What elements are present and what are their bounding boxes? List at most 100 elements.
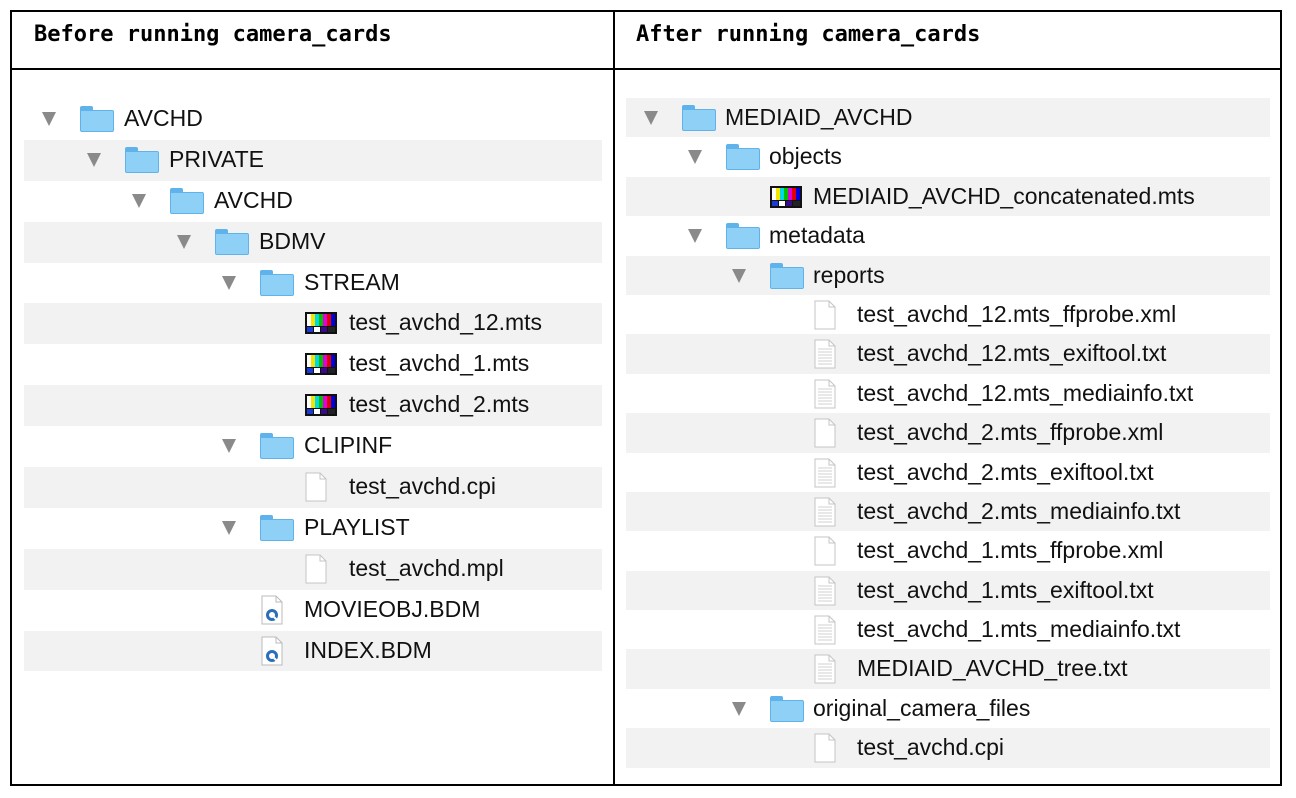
tree-item-label: test_avchd_1.mts_ffprobe.xml bbox=[857, 537, 1164, 564]
tree-row[interactable]: INDEX.BDM bbox=[24, 630, 602, 672]
tree-row[interactable]: test_avchd_12.mts_exiftool.txt bbox=[626, 334, 1270, 374]
tree-row[interactable]: test_avchd_2.mts bbox=[24, 385, 602, 427]
header-divider bbox=[12, 68, 1280, 70]
folder-icon bbox=[260, 514, 294, 541]
video-file-icon bbox=[770, 185, 802, 208]
disclosure-triangle-icon[interactable] bbox=[42, 112, 56, 126]
video-file-icon bbox=[305, 394, 337, 417]
text-document-icon bbox=[814, 339, 836, 369]
folder-icon bbox=[170, 187, 204, 214]
tree-row[interactable]: MEDIAID_AVCHD bbox=[626, 98, 1270, 138]
tree-row[interactable]: STREAM bbox=[24, 263, 602, 304]
disclosure-triangle-icon[interactable] bbox=[688, 229, 702, 244]
tree-item-label: test_avchd_2.mts_ffprobe.xml bbox=[857, 419, 1164, 446]
folder-icon bbox=[726, 144, 760, 171]
text-document-icon bbox=[814, 458, 836, 488]
disclosure-triangle-icon[interactable] bbox=[177, 234, 191, 249]
tree-row[interactable]: test_avchd_2.mts_ffprobe.xml bbox=[626, 413, 1270, 453]
tree-row[interactable]: original_camera_files bbox=[626, 689, 1270, 728]
blank-document-icon bbox=[305, 554, 327, 584]
tree-item-label: test_avchd_1.mts_exiftool.txt bbox=[857, 576, 1154, 603]
tree-row[interactable]: test_avchd_12.mts bbox=[24, 303, 602, 345]
disclosure-triangle-icon[interactable] bbox=[87, 152, 101, 167]
folder-icon bbox=[682, 105, 716, 131]
comparison-table: Before running camera_cards After runnin… bbox=[10, 10, 1282, 786]
quicktime-file-icon bbox=[261, 636, 283, 666]
tree-row[interactable]: test_avchd_2.mts_mediainfo.txt bbox=[626, 491, 1270, 532]
tree-row[interactable]: AVCHD bbox=[24, 99, 602, 140]
disclosure-triangle-icon[interactable] bbox=[732, 268, 746, 283]
before-header: Before running camera_cards bbox=[34, 22, 392, 47]
after-header: After running camera_cards bbox=[636, 22, 981, 47]
tree-item-label: test_avchd_2.mts_exiftool.txt bbox=[857, 458, 1154, 485]
tree-row[interactable]: test_avchd.cpi bbox=[24, 467, 602, 508]
text-document-icon bbox=[814, 654, 836, 684]
column-divider bbox=[613, 12, 615, 784]
folder-icon bbox=[770, 695, 804, 722]
tree-row[interactable]: BDMV bbox=[24, 221, 602, 263]
folder-icon bbox=[260, 269, 294, 296]
tree-item-label: MEDIAID_AVCHD_concatenated.mts bbox=[813, 182, 1195, 209]
tree-item-label: test_avchd_12.mts_exiftool.txt bbox=[857, 340, 1167, 367]
tree-item-label: INDEX.BDM bbox=[304, 636, 432, 663]
tree-item-label: BDMV bbox=[259, 227, 326, 254]
tree-row[interactable]: test_avchd_12.mts_ffprobe.xml bbox=[626, 295, 1270, 334]
tree-item-label: test_avchd_2.mts_mediainfo.txt bbox=[857, 497, 1181, 524]
disclosure-triangle-icon[interactable] bbox=[222, 275, 236, 290]
blank-document-icon bbox=[814, 733, 836, 763]
tree-row[interactable]: CLIPINF bbox=[24, 426, 602, 467]
folder-icon bbox=[726, 223, 760, 250]
tree-item-label: PLAYLIST bbox=[304, 513, 410, 540]
text-document-icon bbox=[814, 497, 836, 527]
disclosure-triangle-icon[interactable] bbox=[222, 439, 236, 454]
disclosure-triangle-icon[interactable] bbox=[732, 701, 746, 716]
tree-item-label: metadata bbox=[769, 222, 865, 249]
tree-row[interactable]: test_avchd_1.mts_exiftool.txt bbox=[626, 570, 1270, 611]
tree-row[interactable]: metadata bbox=[626, 216, 1270, 255]
tree-row[interactable]: MEDIAID_AVCHD_tree.txt bbox=[626, 649, 1270, 689]
tree-row[interactable]: test_avchd.cpi bbox=[626, 728, 1270, 768]
tree-item-label: AVCHD bbox=[214, 186, 293, 213]
tree-row[interactable]: test_avchd_12.mts_mediainfo.txt bbox=[626, 374, 1270, 413]
blank-document-icon bbox=[814, 536, 836, 566]
folder-icon bbox=[80, 106, 114, 132]
tree-row[interactable]: MOVIEOBJ.BDM bbox=[24, 590, 602, 631]
tree-row[interactable]: objects bbox=[626, 137, 1270, 176]
video-file-icon bbox=[305, 312, 337, 335]
tree-row[interactable]: reports bbox=[626, 255, 1270, 295]
tree-item-label: MOVIEOBJ.BDM bbox=[304, 595, 481, 622]
tree-row[interactable]: test_avchd_1.mts_ffprobe.xml bbox=[626, 531, 1270, 570]
disclosure-triangle-icon[interactable] bbox=[132, 193, 146, 208]
folder-icon bbox=[215, 228, 249, 255]
tree-item-label: reports bbox=[813, 261, 885, 288]
quicktime-file-icon bbox=[261, 595, 283, 625]
tree-row[interactable]: test_avchd_2.mts_exiftool.txt bbox=[626, 453, 1270, 492]
text-document-icon bbox=[814, 379, 836, 409]
tree-item-label: test_avchd_2.mts bbox=[349, 391, 530, 418]
tree-row[interactable]: MEDIAID_AVCHD_concatenated.mts bbox=[626, 176, 1270, 217]
tree-item-label: test_avchd_12.mts bbox=[349, 309, 543, 336]
tree-row[interactable]: test_avchd.mpl bbox=[24, 548, 602, 590]
tree-item-label: PRIVATE bbox=[169, 145, 264, 172]
tree-item-label: original_camera_files bbox=[813, 694, 1031, 721]
folder-icon bbox=[770, 262, 804, 289]
tree-item-label: STREAM bbox=[304, 268, 400, 295]
folder-icon bbox=[125, 146, 159, 173]
tree-row[interactable]: PRIVATE bbox=[24, 139, 602, 181]
tree-row[interactable]: PLAYLIST bbox=[24, 508, 602, 549]
tree-item-label: test_avchd_12.mts_ffprobe.xml bbox=[857, 300, 1177, 327]
disclosure-triangle-icon[interactable] bbox=[644, 111, 658, 125]
tree-item-label: test_avchd_12.mts_mediainfo.txt bbox=[857, 379, 1194, 406]
disclosure-triangle-icon[interactable] bbox=[222, 520, 236, 535]
tree-row[interactable]: test_avchd_1.mts_mediainfo.txt bbox=[626, 610, 1270, 649]
tree-item-label: CLIPINF bbox=[304, 432, 393, 459]
text-document-icon bbox=[814, 576, 836, 606]
tree-item-label: AVCHD bbox=[124, 105, 203, 131]
tree-row[interactable]: AVCHD bbox=[24, 181, 602, 222]
tree-item-label: test_avchd_1.mts_mediainfo.txt bbox=[857, 616, 1181, 643]
folder-icon bbox=[260, 433, 294, 460]
tree-item-label: objects bbox=[769, 143, 842, 170]
disclosure-triangle-icon[interactable] bbox=[688, 150, 702, 165]
tree-row[interactable]: test_avchd_1.mts bbox=[24, 344, 602, 385]
